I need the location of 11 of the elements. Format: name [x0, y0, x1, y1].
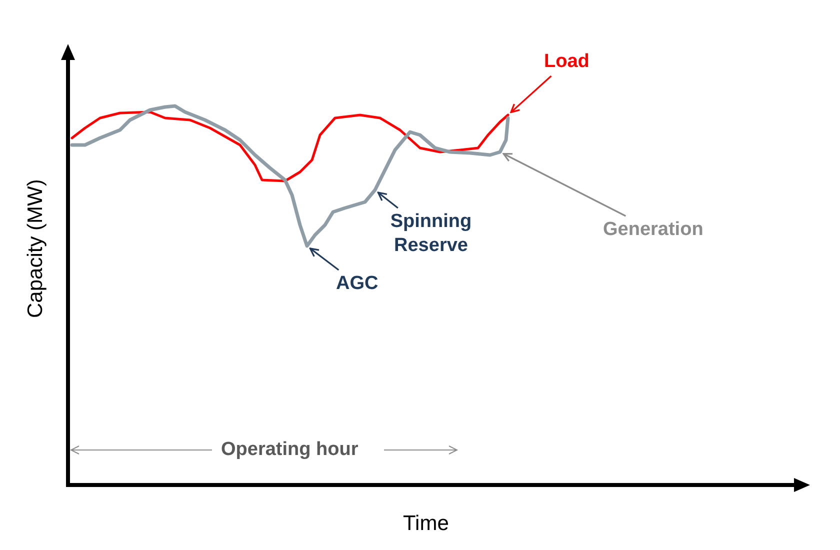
leader-arrow	[309, 248, 340, 271]
curve-label: AGC	[336, 272, 378, 296]
leader-arrow	[377, 192, 398, 209]
leader-arrow	[502, 153, 626, 217]
curve-label: Generation	[603, 218, 704, 242]
curve-label: Spinning Reserve	[386, 210, 476, 258]
dimension-label: Operating hour	[221, 439, 358, 461]
axis-title: Time	[403, 512, 449, 536]
axis-title: Capacity (MW)	[24, 179, 48, 318]
leader-arrow	[510, 75, 552, 114]
curve-label: Load	[544, 50, 590, 74]
